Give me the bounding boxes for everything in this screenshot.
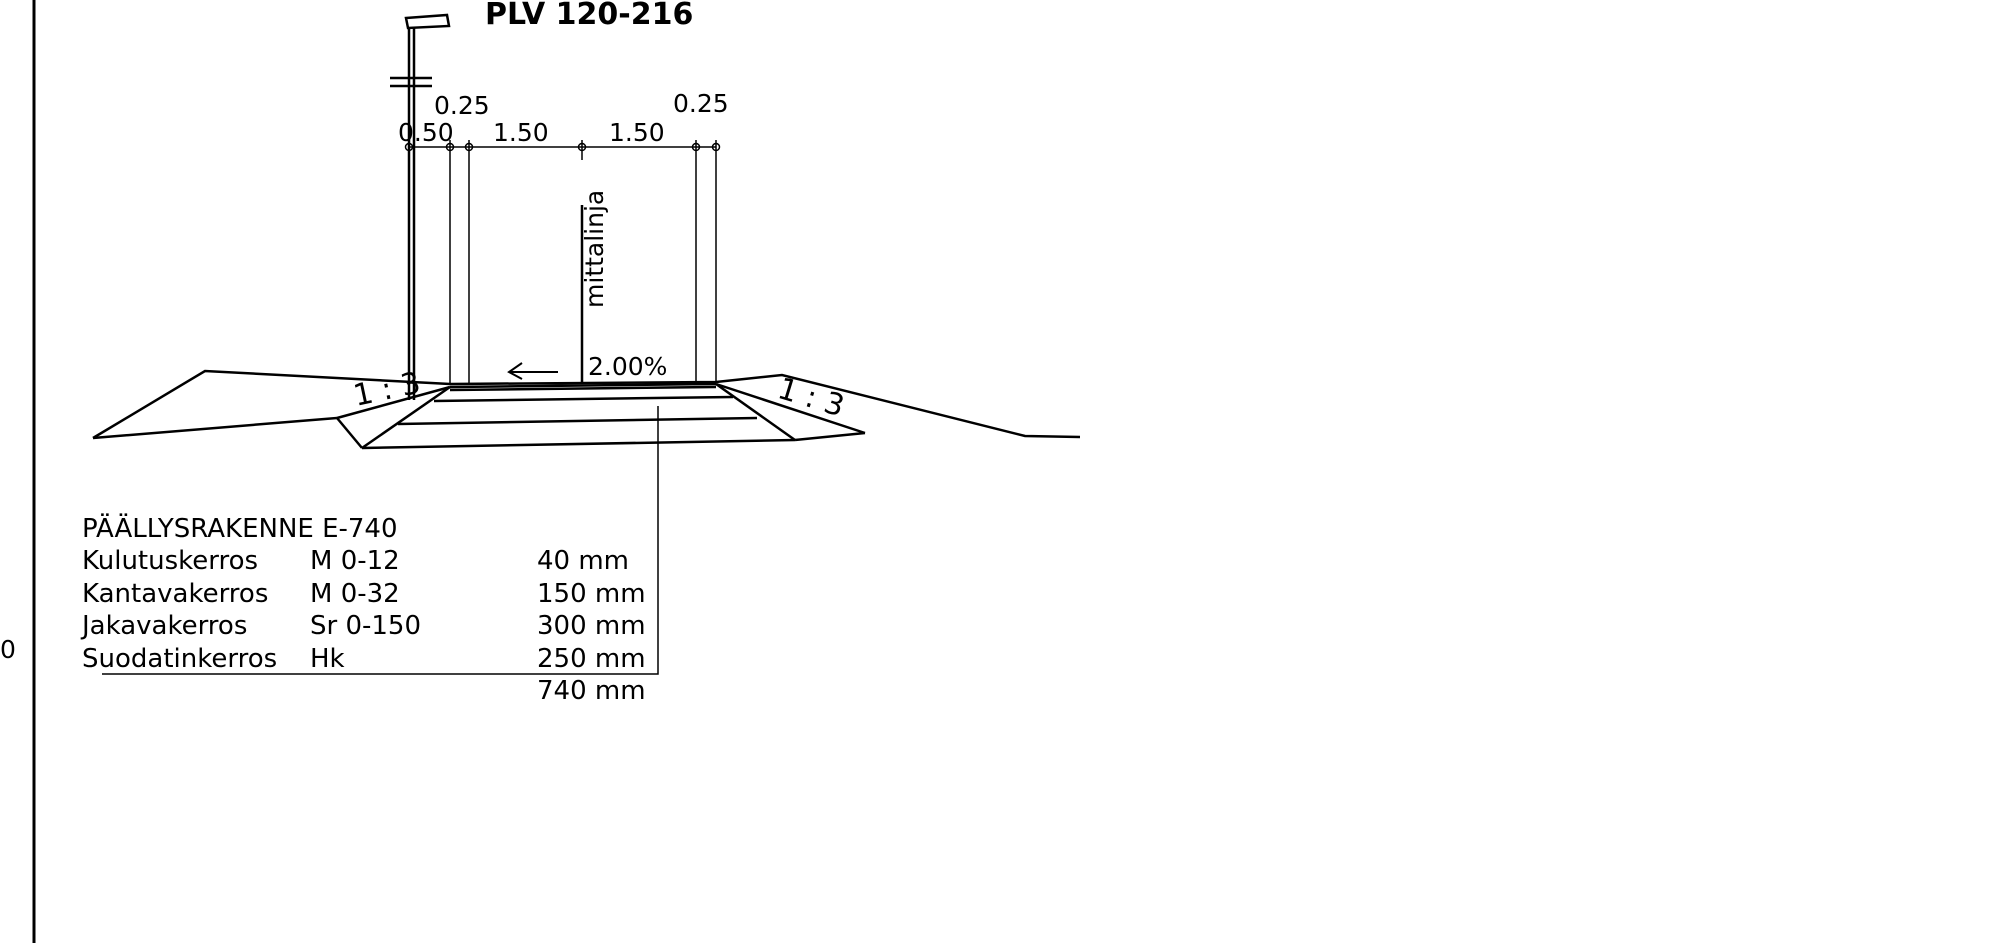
dim-label-second: 1.50 — [493, 118, 549, 147]
centerline-label: mittalinja — [580, 190, 609, 308]
layer-material: Hk — [310, 644, 345, 674]
drawing-title: PLV 120-216 — [485, 0, 693, 32]
layer-material: M 0-12 — [310, 546, 400, 576]
layer-material: M 0-32 — [310, 579, 400, 609]
layer-name: Kantavakerros — [82, 579, 268, 609]
slope-label-left: 1 : 3 — [350, 366, 423, 414]
pavement-leader-line — [102, 406, 659, 675]
pavement-title: PÄÄLLYSRAKENNE E-740 — [82, 512, 398, 544]
crossfall-arrow-icon — [507, 362, 558, 380]
layer-name: Jakavakerros — [80, 611, 247, 641]
layer-thickness: 40 mm — [537, 546, 629, 576]
road-cross-section — [92, 369, 1081, 450]
layer-thickness: 150 mm — [537, 579, 646, 609]
layer-name: Kulutuskerros — [82, 546, 258, 576]
pavement-total: 740 mm — [537, 676, 646, 706]
pavement-table: PÄÄLLYSRAKENNE E-740 Kulutuskerros M 0-1… — [80, 512, 646, 706]
layer-name: Suodatinkerros — [82, 644, 277, 674]
dim-label-top-left: 0.25 — [434, 91, 490, 120]
dim-label-first: 0.50 — [398, 118, 454, 147]
left-edge-text: 0 — [0, 635, 16, 664]
layer-thickness: 300 mm — [537, 611, 646, 641]
street-lamp-icon — [390, 13, 451, 400]
dimension-line — [404, 140, 721, 385]
layer-thickness: 250 mm — [537, 644, 646, 674]
crossfall-label: 2.00% — [588, 352, 667, 381]
layer-material: Sr 0-150 — [310, 611, 421, 641]
dim-label-top-right: 0.25 — [673, 89, 729, 118]
dim-label-third: 1.50 — [609, 118, 665, 147]
